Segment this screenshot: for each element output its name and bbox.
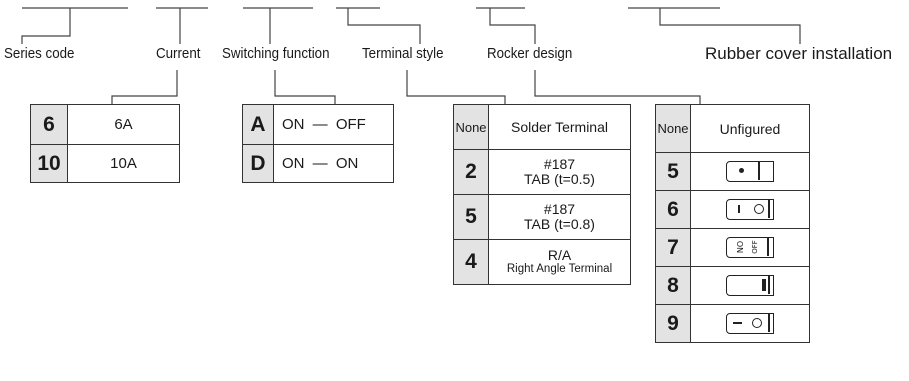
switch-dash: — [312, 155, 328, 172]
on-off-vertical-icon: ON OFF [726, 237, 774, 258]
terminal-desc: R/A Right Angle Terminal [488, 239, 631, 285]
current-desc: 10A [67, 144, 180, 183]
switch-on-text: ON [282, 116, 305, 133]
switch-on-text: ON [282, 155, 305, 172]
switching-desc: ON — OFF [273, 104, 394, 145]
label-current: Current [156, 46, 201, 62]
terminal-desc: #187 TAB (t=0.5) [488, 149, 631, 195]
terminal-line2: TAB (t=0.5) [524, 171, 595, 187]
terminal-row: 5 #187 TAB (t=0.8) [453, 194, 631, 240]
label-rubber-cover-installation: Rubber cover installation [705, 44, 893, 63]
rocker-row: None Unfigured [655, 104, 810, 153]
switching-code: D [242, 144, 274, 183]
rocker-code: 7 [655, 228, 691, 267]
label-rocker-design: Rocker design [487, 46, 573, 62]
rocker-symbol-cell: ON OFF [690, 228, 810, 267]
switching-row: A ON — OFF [242, 104, 394, 145]
terminal-code: 5 [453, 194, 489, 240]
terminal-row: 2 #187 TAB (t=0.5) [453, 149, 631, 195]
symbol-off-text: OFF [751, 240, 759, 254]
rocker-row: 5 [655, 152, 810, 191]
terminal-line2: TAB (t=0.8) [524, 216, 595, 232]
label-terminal-style: Terminal style [362, 46, 444, 62]
rocker-code: 9 [655, 304, 691, 343]
dash-o-icon [726, 313, 774, 334]
terminal-line2: Right Angle Terminal [506, 263, 613, 275]
rocker-symbol-cell [690, 152, 810, 191]
terminal-line1: #187 [543, 201, 576, 217]
rocker-symbol-cell [690, 266, 810, 305]
current-desc: 6A [67, 104, 180, 145]
current-row: 10 10A [30, 144, 180, 183]
rocker-desc: Unfigured [690, 104, 810, 153]
rocker-row: 9 [655, 304, 810, 343]
current-code: 10 [30, 144, 68, 183]
switch-off-text: OFF [335, 116, 366, 133]
rocker-code: 6 [655, 190, 691, 229]
switching-table: A ON — OFF D ON — ON [242, 104, 394, 183]
rocker-code: 5 [655, 152, 691, 191]
rocker-table: None Unfigured 5 6 7 ON OFF [655, 104, 810, 343]
rocker-row: 6 [655, 190, 810, 229]
terminal-line1: #187 [543, 156, 576, 172]
label-series-code: Series code [4, 46, 75, 62]
terminal-line1: R/A [547, 247, 572, 263]
terminal-row: 4 R/A Right Angle Terminal [453, 239, 631, 285]
dot-icon [726, 161, 774, 182]
current-row: 6 6A [30, 104, 180, 145]
rocker-row: 7 ON OFF [655, 228, 810, 267]
rocker-code: None [655, 104, 691, 153]
switching-desc: ON — ON [273, 144, 394, 183]
bar-icon [726, 275, 774, 296]
switching-code: A [242, 104, 274, 145]
terminal-code: 4 [453, 239, 489, 285]
terminal-row: None Solder Terminal [453, 104, 631, 150]
terminal-code: None [453, 104, 489, 150]
switch-dash: — [312, 116, 328, 133]
rocker-row: 8 [655, 266, 810, 305]
terminal-table: None Solder Terminal 2 #187 TAB (t=0.5) … [453, 104, 631, 285]
rocker-symbol-cell [690, 304, 810, 343]
rocker-symbol-cell [690, 190, 810, 229]
rocker-code: 8 [655, 266, 691, 305]
terminal-code: 2 [453, 149, 489, 195]
terminal-desc: Solder Terminal [488, 104, 631, 150]
current-table: 6 6A 10 10A [30, 104, 180, 183]
label-switching-function: Switching function [222, 46, 330, 62]
i-o-icon [726, 199, 774, 220]
switch-off-text: ON [335, 155, 359, 172]
current-code: 6 [30, 104, 68, 145]
switching-row: D ON — ON [242, 144, 394, 183]
terminal-desc: #187 TAB (t=0.8) [488, 194, 631, 240]
